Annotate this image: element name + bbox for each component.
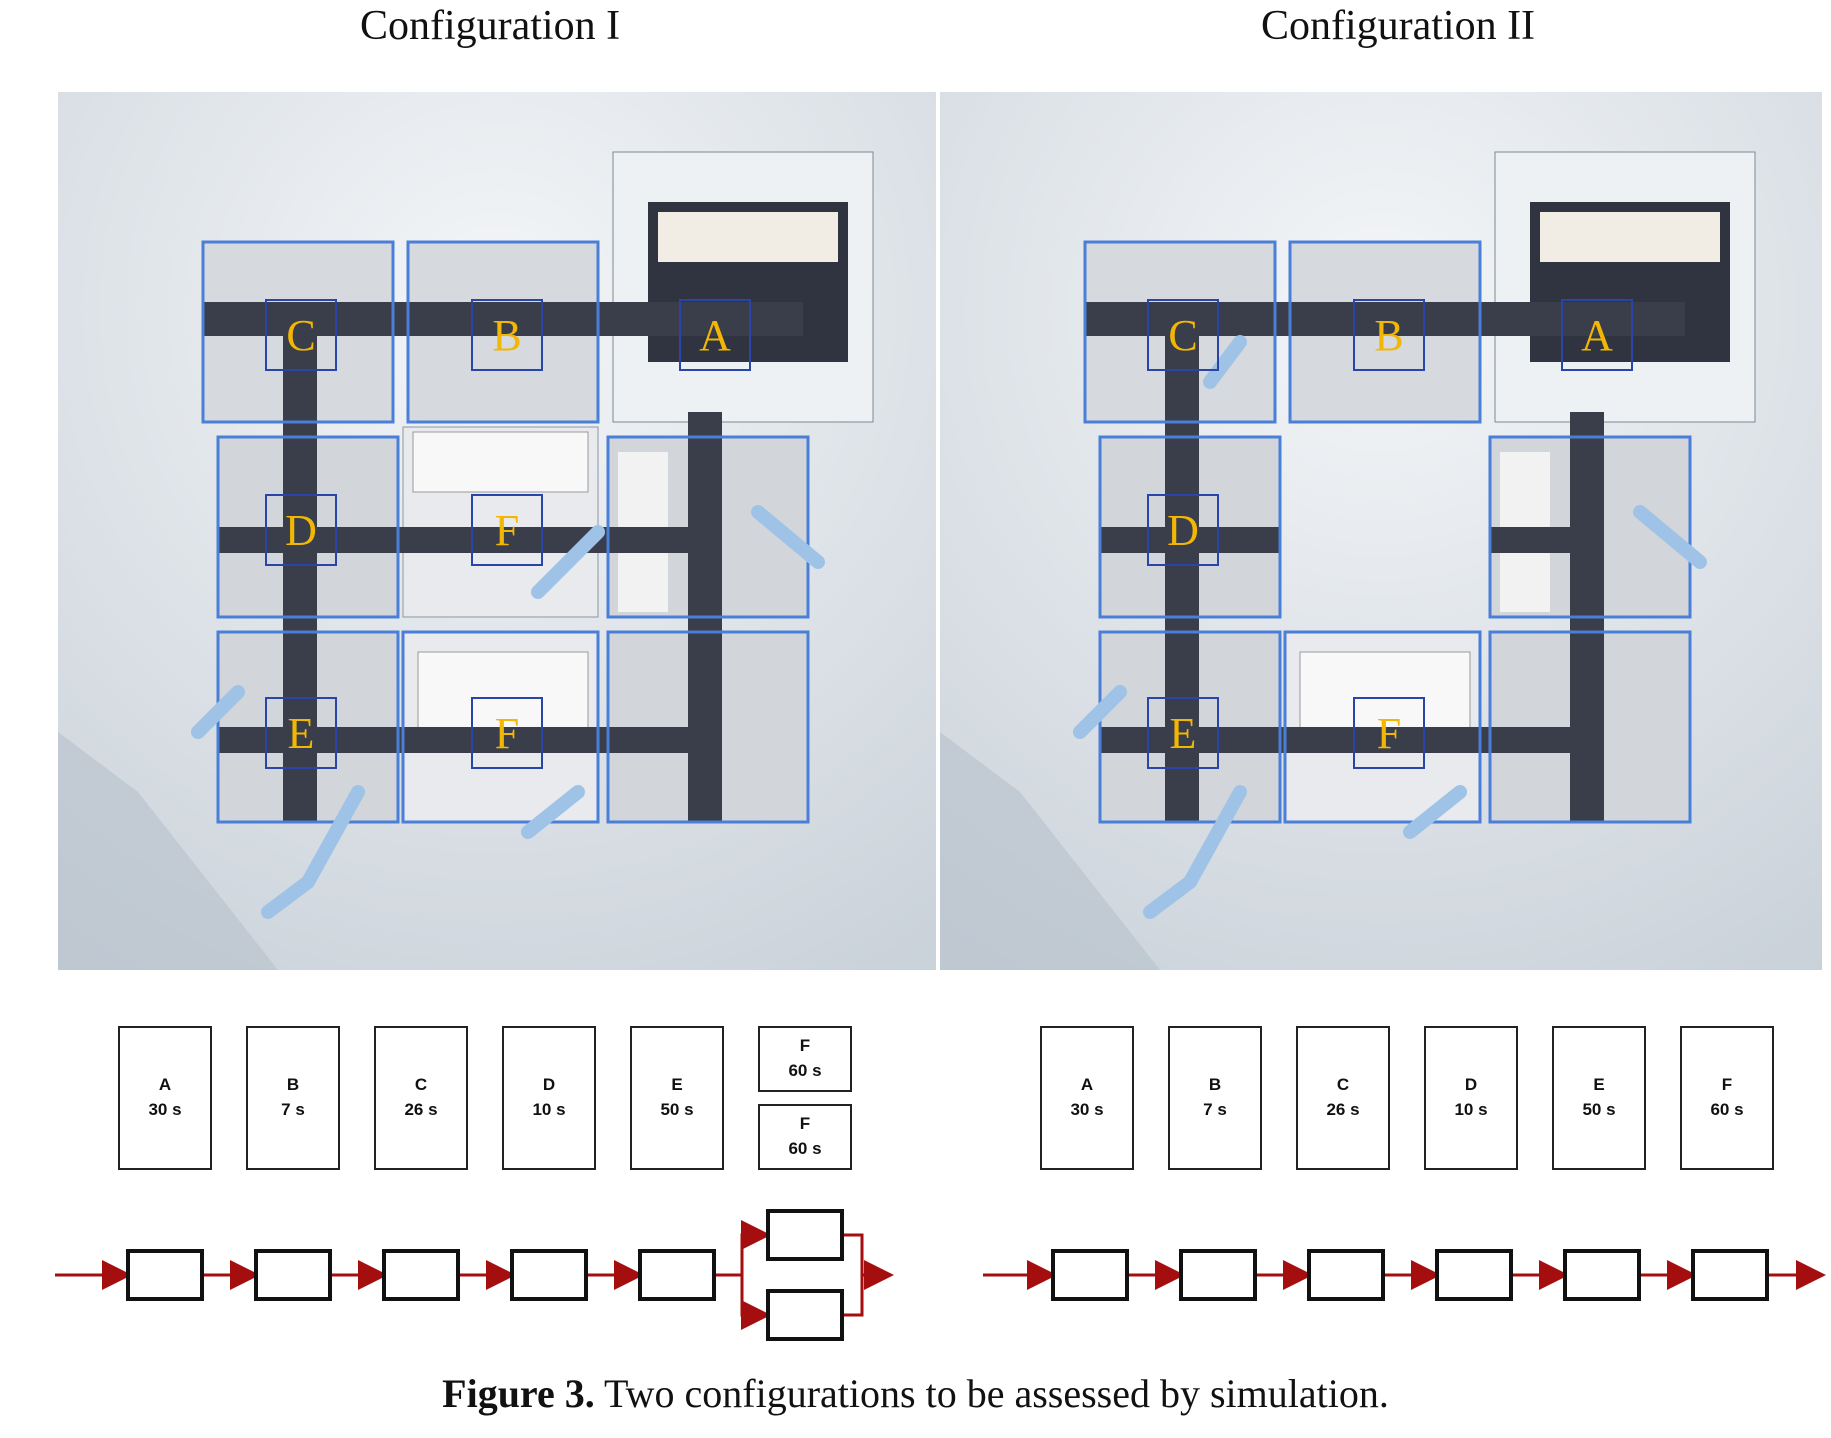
step-name: D (542, 1075, 556, 1095)
step-name: A (1080, 1075, 1094, 1095)
flow-box-a (1051, 1249, 1129, 1301)
step-time: 60 s (1710, 1100, 1744, 1119)
step-name: F (799, 1114, 811, 1134)
station-label: B (1374, 311, 1403, 360)
render-2-graphic: C B A D E F (940, 92, 1822, 970)
step-name: B (1208, 1075, 1222, 1095)
step-box-b: B 7 s (1168, 1026, 1262, 1170)
flow-box-e (1563, 1249, 1641, 1301)
step-time: 10 s (1454, 1100, 1488, 1119)
step-time: 50 s (660, 1100, 694, 1119)
flow-box-d (510, 1249, 588, 1301)
step-box-f: F 60 s (1680, 1026, 1774, 1170)
flow-box-c (382, 1249, 460, 1301)
step-name: C (1336, 1075, 1350, 1095)
flow-diagram-configuration-1 (55, 1209, 894, 1341)
station-label: C (1168, 311, 1197, 360)
step-row-configuration-2: A 30 s B 7 s C 26 s D 10 s E 50 s F 60 s (0, 1026, 1831, 1170)
step-time: 7 s (1203, 1100, 1227, 1119)
layout-render-configuration-1: C B A D F E F (58, 92, 936, 970)
flow-box-a (126, 1249, 204, 1301)
step-box-a: A 30 s (1040, 1026, 1134, 1170)
flow-box-c (1307, 1249, 1385, 1301)
station-label: D (285, 506, 317, 555)
station-label: F (1377, 709, 1401, 758)
station-label: D (1167, 506, 1199, 555)
station-label: F (495, 709, 519, 758)
step-box-d: D 10 s (1424, 1026, 1518, 1170)
flow-box-d (1435, 1249, 1513, 1301)
station-label: B (492, 311, 521, 360)
station-label: A (699, 311, 731, 360)
step-box-d: D 10 s (502, 1026, 596, 1170)
step-name: B (286, 1075, 300, 1095)
render-1-graphic: C B A D F E F (58, 92, 936, 970)
flow-box-b (254, 1249, 332, 1301)
step-time: 60 s (788, 1061, 822, 1080)
caption-text: Two configurations to be assessed by sim… (594, 1371, 1389, 1416)
step-time: 7 s (281, 1100, 305, 1119)
step-box-e: E 50 s (630, 1026, 724, 1170)
step-time: 30 s (148, 1100, 182, 1119)
step-name: F (1721, 1075, 1733, 1095)
panel-title-configuration-1: Configuration I (359, 3, 621, 49)
step-time: 60 s (788, 1139, 822, 1158)
step-box-c: C 26 s (374, 1026, 468, 1170)
step-name: F (799, 1036, 811, 1056)
step-time: 50 s (1582, 1100, 1616, 1119)
layout-render-configuration-2: C B A D E F (940, 92, 1822, 970)
step-time: 10 s (532, 1100, 566, 1119)
step-box-c: C 26 s (1296, 1026, 1390, 1170)
station-label: F (495, 506, 519, 555)
step-box-a: A 30 s (118, 1026, 212, 1170)
step-time: 26 s (1326, 1100, 1360, 1119)
step-box-f-2: F 60 s (758, 1104, 852, 1170)
step-time: 30 s (1070, 1100, 1104, 1119)
step-name: A (158, 1075, 172, 1095)
flow-box-b (1179, 1249, 1257, 1301)
figure-caption: Figure 3. Two configurations to be asses… (0, 1370, 1831, 1417)
step-row-configuration-1: A 30 s B 7 s C 26 s D 10 s E 50 s F 60 s… (0, 1026, 900, 1170)
flow-box-f (1691, 1249, 1769, 1301)
station-label: E (288, 709, 315, 758)
station-label: A (1581, 311, 1613, 360)
step-box-b: B 7 s (246, 1026, 340, 1170)
caption-label: Figure 3. (442, 1371, 595, 1416)
station-label: E (1170, 709, 1197, 758)
flow-box-f-2 (766, 1289, 844, 1341)
panel-title-configuration-2: Configuration II (1260, 3, 1536, 49)
flow-diagram-configuration-2 (983, 1249, 1826, 1301)
step-box-f-1: F 60 s (758, 1026, 852, 1092)
step-name: C (414, 1075, 428, 1095)
step-name: E (671, 1075, 683, 1095)
step-box-e: E 50 s (1552, 1026, 1646, 1170)
step-name: E (1593, 1075, 1605, 1095)
step-name: D (1464, 1075, 1478, 1095)
flow-box-f-1 (766, 1209, 844, 1261)
flow-box-e (638, 1249, 716, 1301)
step-time: 26 s (404, 1100, 438, 1119)
station-label: C (286, 311, 315, 360)
